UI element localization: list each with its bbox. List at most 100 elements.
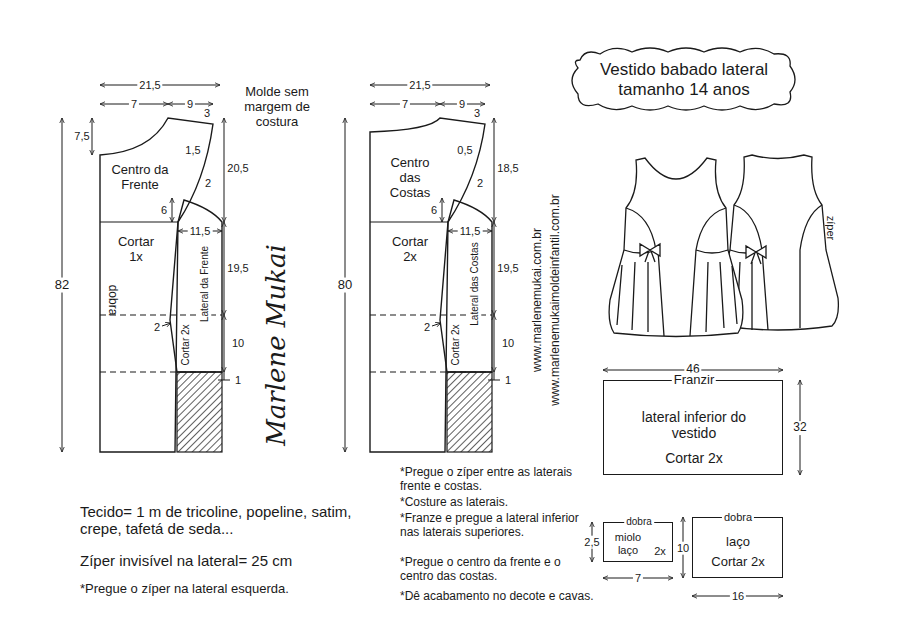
dimension-label: 10 [232,337,244,350]
waist-line [370,221,448,222]
note: Molde sem margem de costura [237,85,317,130]
hatched-area [177,372,222,452]
piece-label: Cortar 2x [450,324,462,365]
dimension-label: 1 [235,374,241,387]
dimension-label: 6 [431,204,437,217]
dimension-label: 3 [204,107,210,120]
piece-label: Cortar 2x [665,450,723,466]
signature: Marlene Mukai [262,244,292,446]
piece-label: miolo laço [608,531,648,556]
dimension-label: 21,5 [137,79,162,92]
dimension-label: 32 [791,421,808,435]
instruction-note: *Pregue o zíper na lateral esquerda. [80,582,289,597]
instruction-note: *Pregue o zíper entre as laterais frente… [400,466,580,494]
dimension-label: 1,5 [185,144,200,157]
fold-label: dobra [624,516,654,528]
dimension-line [92,118,93,155]
fold-label: dobra [105,285,119,316]
piece-outline [100,118,213,452]
dimension-label: 3 [474,107,480,120]
dimension-line [442,198,443,222]
piece-outline-svg [438,196,494,374]
instruction-note: *Dê acabamento no decote e cavas. [400,590,620,604]
dimension-label: 7 [400,98,410,111]
dimension-label: 0,5 [457,144,472,157]
dimension-line [494,118,495,222]
hatched-area [447,372,492,452]
dimension-label: 2 [477,177,483,190]
piece-label: Lateral da Frente [199,244,211,324]
dimension-tick [488,380,500,381]
dimension-label: 1 [505,374,511,387]
bow [640,244,660,262]
dimension-label: 6 [161,204,167,217]
dimension-line [224,118,225,222]
dimension-label: 19,5 [227,262,248,275]
dimension-label: 9 [457,98,467,111]
dress-front-view [609,158,743,337]
fold-label: dobra [722,511,754,524]
bow-rect: dobralaçoCortar 2x [692,517,783,578]
side-back-piece: Lateral das CostasCortar 2x [438,196,494,374]
dimension-label: 16 [730,590,746,603]
watermark: www.marlenemukaimoldeinfantil.com.br [549,194,563,405]
dimension-label: 82 [53,278,71,293]
dimension-label: 19,5 [497,262,518,275]
instruction-note: *Pregue o centro da frente e o centro da… [400,556,580,584]
dimension-line [224,222,225,315]
dimension-line [224,315,225,372]
offset-arrow [432,323,441,326]
piece-label: 2x [654,545,666,558]
dress-seam [730,205,822,330]
dimension-label: 7 [633,572,643,585]
piece-label: Cortar 1x [110,235,162,265]
piece-label: Cortar 2x [180,324,192,365]
dimension-label: 10 [502,337,514,350]
piece-label: Centro da Frente [109,163,171,193]
watermark: www.marlenemukai.com.br [531,228,545,372]
piece-label: Lateral das Costas [469,240,481,327]
bow-center-rect: dobramiolo laço2x [603,522,673,562]
dimension-line [494,222,495,315]
dress-seam [624,208,728,336]
dimension-label: 18,5 [497,162,518,175]
dimension-label: 20,5 [227,162,248,175]
dimension-line [172,198,173,222]
dimension-label: 2,5 [582,536,601,549]
dimension-label: 2 [154,321,160,334]
dimension-label: 2 [424,321,430,334]
dimension-line [494,315,495,372]
dimension-label: 7 [129,98,139,111]
zipper-note: Zíper invisível na lateral= 25 cm [80,552,292,569]
piece-outline [370,118,485,452]
dimension-label: 11,5 [188,225,213,238]
dimension-label: 10 [675,542,691,555]
fabric-note: Tecido= 1 m de tricoline, popeline, sati… [80,503,395,538]
waist-line [100,221,178,222]
piece-label: lateral inferior do vestido [624,409,764,441]
piece-label: Cortar 2x [711,555,764,570]
side-front-piece: Lateral da FrenteCortar 2x [168,196,224,374]
dimension-line [224,372,225,380]
dimension-label: 21,5 [407,79,432,92]
piece-outline [170,200,222,372]
piece-label: Cortar 2x [384,235,436,265]
dimension-label: 7,5 [74,130,89,143]
dimension-label: 2 [205,177,211,190]
gather-label: Franzir [672,373,716,388]
piece-label: Centro das Costas [379,156,441,201]
dimension-tick [218,380,230,381]
piece-outline [440,200,492,372]
instruction-note: *Costure as laterais. [400,496,580,510]
piece-outline-svg [168,196,224,374]
bow [746,246,766,264]
skirt-panel-rect: Franzirlateral inferior do vestidoCortar… [603,380,783,475]
dimension-line [494,372,495,380]
instruction-note: *Franze e pregue a lateral inferior nas … [400,512,580,540]
offset-arrow [162,323,171,326]
title: Vestido babado lateral tamanho 14 anos [584,60,784,101]
piece-label: laço [726,535,750,550]
dimension-label: 80 [336,278,354,293]
dimension-label: 11,5 [458,225,483,238]
